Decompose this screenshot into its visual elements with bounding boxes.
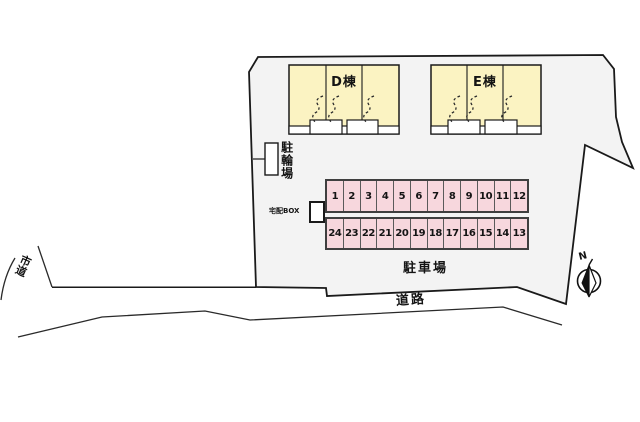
parking-stall-4: 4 — [377, 181, 394, 211]
building-e-porch — [447, 119, 481, 135]
parking-stall-7: 7 — [428, 181, 445, 211]
parking-stall-18: 18 — [428, 219, 445, 248]
building-e-porch — [484, 119, 518, 135]
parking-stall-14: 14 — [495, 219, 512, 248]
stair-dashes-icon — [466, 95, 478, 124]
stair-dashes-icon — [328, 95, 340, 124]
stair-dashes-icon — [449, 95, 461, 124]
stair-dashes-icon — [363, 95, 375, 124]
delivery-box — [309, 201, 325, 223]
parking-area-label: 駐車場 — [403, 261, 449, 276]
parking-stall-3: 3 — [361, 181, 378, 211]
parking-stall-22: 22 — [361, 219, 378, 248]
parking-stall-24: 24 — [327, 219, 344, 248]
building-d-label: D棟 — [331, 75, 357, 90]
bicycle-parking-box — [253, 142, 279, 176]
road-label: 道路 — [395, 291, 427, 310]
building-d — [288, 64, 400, 135]
parking-stall-15: 15 — [478, 219, 495, 248]
parking-stall-9: 9 — [461, 181, 478, 211]
building-d-porch — [346, 119, 379, 135]
parking-stall-20: 20 — [394, 219, 411, 248]
parking-stall-5: 5 — [394, 181, 411, 211]
parking-stall-21: 21 — [377, 219, 394, 248]
stair-dashes-icon — [312, 95, 324, 124]
building-d-porch — [309, 119, 343, 135]
compass-icon — [576, 258, 602, 298]
delivery-box-label: 宅配BOX — [269, 207, 300, 215]
bicycle-parking-label: 駐輪場 — [279, 141, 294, 180]
city-road-curb-curve — [0, 257, 16, 301]
parking-stall-19: 19 — [411, 219, 428, 248]
parking-stall-10: 10 — [478, 181, 495, 211]
parking-stall-16: 16 — [461, 219, 478, 248]
building-e-label: E棟 — [473, 75, 497, 90]
parking-stall-13: 13 — [512, 228, 526, 239]
parking-stall-17: 17 — [444, 219, 461, 248]
city-road-edge — [37, 245, 53, 288]
building-e — [430, 64, 542, 135]
parking-stall-23: 23 — [344, 219, 361, 248]
stair-dashes-icon — [501, 95, 513, 124]
parking-stall-2: 2 — [344, 181, 361, 211]
parking-stall-1: 1 — [327, 181, 344, 211]
parking-stall-11: 11 — [495, 181, 512, 211]
parking-stall-8: 8 — [444, 181, 461, 211]
parking-stall-12: 12 — [512, 190, 526, 202]
parking-stall-6: 6 — [411, 181, 428, 211]
road-lower-edge — [17, 306, 563, 338]
